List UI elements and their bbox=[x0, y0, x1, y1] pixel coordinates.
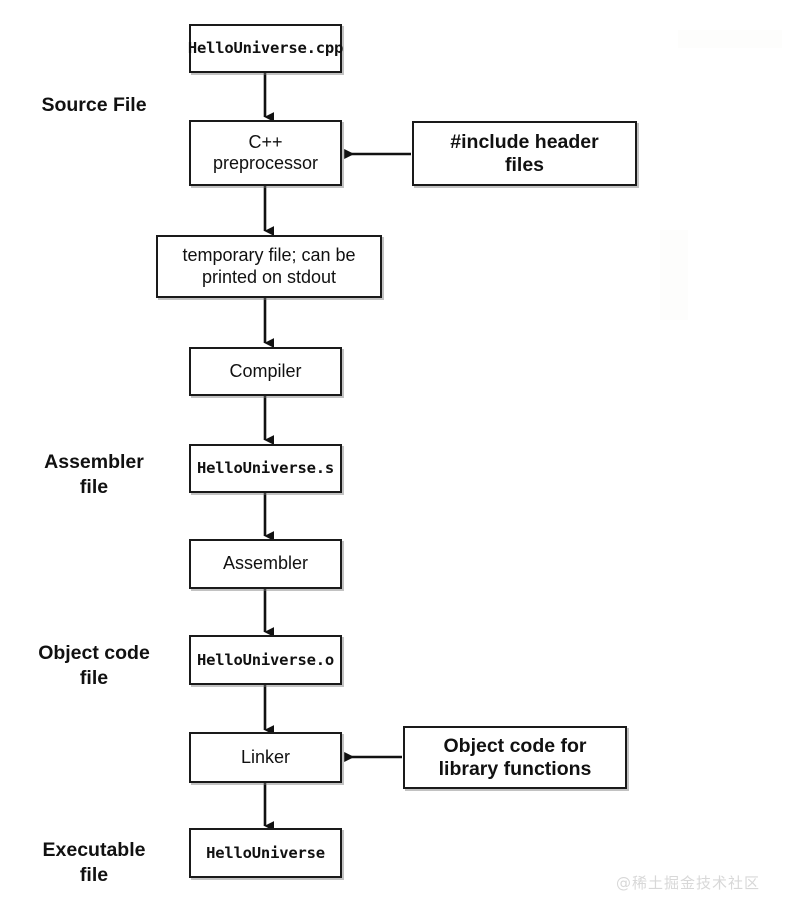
node-cpp-preprocessor[interactable]: C++ preprocessor bbox=[189, 120, 342, 186]
node-linker[interactable]: Linker bbox=[189, 732, 342, 783]
node-object-code-library[interactable]: Object code for library functions bbox=[403, 726, 627, 789]
stage-label-object-code-file: Object code file bbox=[38, 642, 150, 689]
node-assembler[interactable]: Assembler bbox=[189, 539, 342, 589]
node-hellouniverse-o[interactable]: HelloUniverse.o bbox=[189, 635, 342, 685]
scan-artifact bbox=[678, 30, 782, 48]
node-hellouniverse-cpp[interactable]: HelloUniverse.cpp bbox=[188, 24, 343, 73]
node-hellouniverse-exe[interactable]: HelloUniverse bbox=[189, 828, 342, 878]
node-include-header-files[interactable]: #include header files bbox=[412, 121, 637, 186]
stage-label-source-file: Source File bbox=[41, 94, 147, 116]
node-temporary-file[interactable]: temporary file; can be printed on stdout bbox=[156, 235, 382, 298]
stage-label-assembler-file: Assembler file bbox=[44, 451, 144, 498]
node-hellouniverse-s[interactable]: HelloUniverse.s bbox=[189, 444, 342, 493]
watermark: @稀土掘金技术社区 bbox=[616, 874, 761, 892]
scan-artifact bbox=[660, 230, 688, 320]
stage-label-executable-file: Executable file bbox=[42, 839, 146, 886]
node-compiler[interactable]: Compiler bbox=[189, 347, 342, 396]
